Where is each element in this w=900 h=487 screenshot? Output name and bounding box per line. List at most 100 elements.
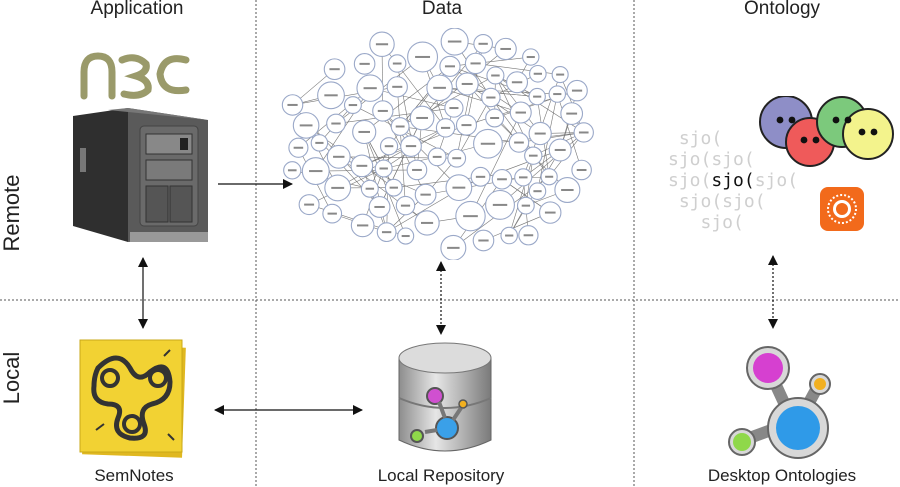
cloud-node-text (533, 190, 542, 193)
cloud-node-text (392, 62, 402, 65)
cloud-node-text (329, 68, 340, 71)
cloud-node-text (432, 155, 442, 158)
orange-sun-icon (820, 187, 864, 231)
cloud-node-text (521, 204, 531, 207)
cloud-node-text (400, 204, 411, 207)
cloud-node-text (415, 55, 431, 58)
cloud-link (370, 87, 454, 109)
cloud-node-text (375, 43, 389, 46)
cloud-node-text (377, 109, 388, 112)
cloud-link (518, 132, 584, 143)
cloud-node-text (358, 130, 370, 133)
cloud-node-text (514, 141, 524, 144)
cloud-node-text (475, 175, 486, 178)
cloud-link (483, 212, 551, 241)
cloud-node-text (363, 87, 377, 90)
cloud-node-text (571, 89, 583, 92)
cloud-node-text (327, 212, 337, 215)
cloud-node-text (384, 145, 394, 148)
cloud-node-text (356, 164, 368, 167)
cloud-node-text (444, 65, 456, 68)
cloud-node-text (299, 124, 313, 127)
cloud-node-text (452, 157, 462, 160)
cloud-node-text (505, 234, 514, 237)
cloud-node-text (478, 239, 489, 242)
cloud-node-text (287, 169, 297, 172)
cloud-node-text (497, 178, 507, 181)
cloud-node-text (470, 62, 481, 65)
cloud-node-text (293, 146, 304, 149)
cloud-node-text (556, 73, 565, 76)
cloud-node-text (534, 132, 546, 135)
cloud-node-text (392, 85, 403, 88)
cloud-link (508, 155, 534, 236)
cloud-link (557, 93, 582, 171)
cloud-node-text (315, 141, 324, 144)
cloud-node-text (381, 231, 392, 234)
cloud-node-text (576, 168, 587, 171)
cloud-node-text (309, 170, 323, 173)
cloud-node-text (405, 145, 417, 148)
cloud-node-text (486, 96, 496, 99)
caption-local-repository: Local Repository (377, 466, 505, 485)
cloud-node-text (449, 107, 459, 110)
foaf-logo-icon (759, 96, 894, 167)
server-icon (73, 108, 208, 242)
cloud-node-text (533, 95, 542, 98)
cloud-link (449, 56, 531, 67)
semnotes-note-icon (79, 339, 186, 458)
cloud-node-text (491, 74, 500, 77)
cloud-node-text (566, 112, 578, 115)
cloud-node-text (545, 175, 554, 178)
cloud-link (337, 145, 412, 189)
cloud-node-text (433, 86, 446, 89)
molecule-icon (728, 346, 831, 459)
caption-semnotes: SemNotes (94, 466, 174, 485)
cloud-node-text (544, 211, 556, 214)
cloud-node-text (333, 155, 345, 158)
cloud-node-text (379, 167, 388, 170)
cloud-node-text (490, 117, 500, 120)
cloud-node-text (480, 142, 496, 145)
column-header-application: Application (90, 0, 184, 19)
cloud-node-text (533, 72, 542, 75)
cloud-node-text (356, 224, 369, 227)
cloud-node-text (324, 94, 338, 97)
cloud-link (363, 131, 406, 237)
cloud-node-text (561, 188, 574, 191)
cloud-node-text (515, 111, 526, 114)
cloud-node-text (553, 93, 562, 96)
cloud-node-text (492, 203, 508, 206)
cloud-node-text (412, 168, 422, 171)
cloud-node-text (287, 103, 298, 106)
column-header-data: Data (421, 0, 463, 19)
cloud-node-text (416, 116, 428, 119)
caption-desktop-ontologies: Desktop Ontologies (707, 466, 857, 485)
database-icon (398, 342, 492, 452)
sioc-logo-icon: sjo( sjo(sjo( sjo(sjo(sjo( sjo(sjo( sjo( (668, 128, 799, 233)
cloud-node-text (420, 193, 431, 196)
linked-data-cloud-icon (281, 28, 594, 260)
cloud-link (439, 87, 521, 113)
cloud-node-text (440, 126, 451, 129)
cloud-node-text (447, 246, 460, 249)
column-header-ontology: Ontology (743, 0, 821, 19)
cloud-link (467, 83, 541, 134)
cloud-node-text (511, 81, 523, 84)
cloud-node-text (359, 62, 370, 65)
cloud-node-text (500, 47, 511, 50)
cloud-node-text (518, 176, 528, 179)
cloud-node-text (461, 82, 473, 85)
cloud-node-text (374, 205, 385, 208)
cloud-node-text (304, 203, 315, 206)
cloud-node-text (461, 124, 472, 127)
cloud-node-text (526, 56, 535, 59)
cloud-node-text (395, 125, 405, 128)
arc-logo-icon (80, 52, 190, 100)
cloud-node-text (420, 221, 434, 224)
cloud-link (470, 112, 522, 217)
cloud-node-text (365, 187, 375, 190)
cloud-node-text (528, 154, 538, 157)
